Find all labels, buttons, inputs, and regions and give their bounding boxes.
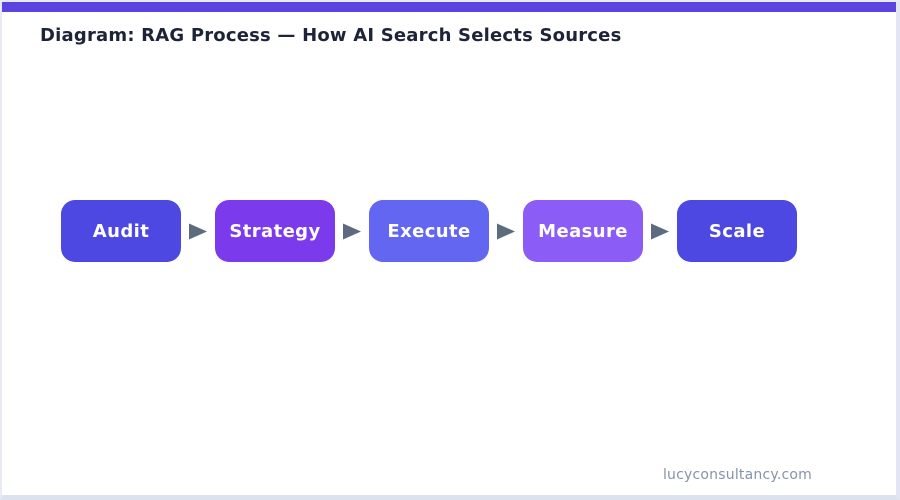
arrow-right-icon bbox=[343, 223, 361, 239]
arrow-right-icon bbox=[189, 223, 207, 239]
arrow-right-icon bbox=[497, 223, 515, 239]
flow-arrow bbox=[181, 223, 215, 240]
flow-arrow bbox=[489, 223, 523, 240]
flow-step-label: Scale bbox=[708, 220, 766, 242]
flow-arrow bbox=[643, 223, 677, 240]
flow-arrow bbox=[335, 223, 369, 240]
flow-step-measure: Measure bbox=[523, 200, 643, 262]
flow-step-scale: Scale bbox=[677, 200, 797, 262]
top-accent-bar bbox=[2, 2, 896, 12]
flow-step-label: Execute bbox=[387, 220, 471, 242]
flow-step-label: Measure bbox=[538, 220, 628, 242]
flow-step-execute: Execute bbox=[369, 200, 489, 262]
flow-step-label: Strategy bbox=[229, 220, 321, 242]
flow-step-label: Audit bbox=[92, 220, 150, 242]
page-title: Diagram: RAG Process — How AI Search Sel… bbox=[40, 25, 622, 46]
arrow-right-icon bbox=[651, 223, 669, 239]
flow-step-audit: Audit bbox=[61, 200, 181, 262]
process-flow: Audit Strategy Execute Measure bbox=[61, 200, 797, 262]
footer-website: lucyconsultancy.com bbox=[662, 467, 812, 483]
flow-step-strategy: Strategy bbox=[215, 200, 335, 262]
